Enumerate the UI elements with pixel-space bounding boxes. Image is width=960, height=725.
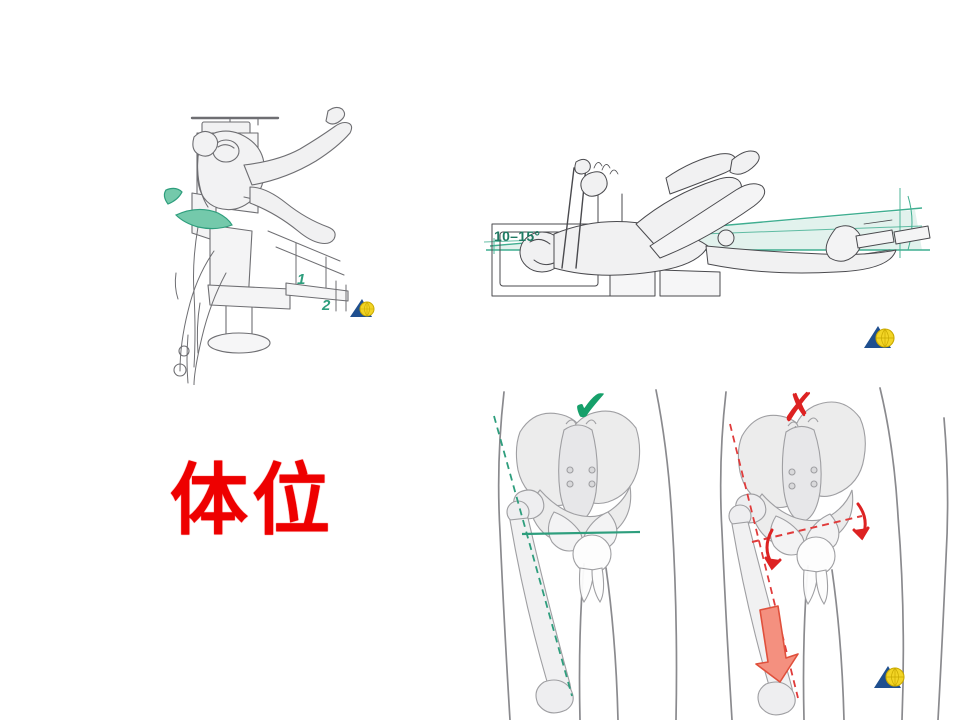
publisher-logo — [348, 296, 376, 320]
panel-traction-table: 1 2 — [140, 85, 380, 386]
panel-pelvis-correct — [480, 378, 720, 721]
page-title: 体位 — [170, 456, 335, 546]
tilted-reference-line — [751, 515, 863, 543]
traction-table-illustration — [163, 106, 353, 386]
pelvis-correct-illustration — [493, 389, 678, 721]
panel-pelvis-incorrect — [708, 378, 954, 721]
lateral-view-illustration — [483, 150, 931, 297]
panel-lateral-view — [470, 150, 940, 300]
green-step-arrows — [163, 187, 233, 230]
step-label-1: 1 — [297, 271, 306, 288]
angle-label: 10–15° — [494, 228, 541, 244]
reference-line — [521, 530, 641, 536]
publisher-logo — [862, 322, 896, 352]
rotation-arrow-left — [764, 528, 782, 571]
cross-icon: ✗ — [782, 386, 816, 430]
check-icon: ✔ — [572, 382, 609, 431]
femoral-axis-dashed — [493, 415, 573, 697]
pelvis-incorrect-illustration — [719, 387, 949, 721]
translation-arrow-down — [755, 605, 799, 683]
rotation-arrow-right — [852, 502, 870, 541]
step-label-2: 2 — [322, 297, 331, 314]
publisher-logo — [872, 662, 906, 692]
